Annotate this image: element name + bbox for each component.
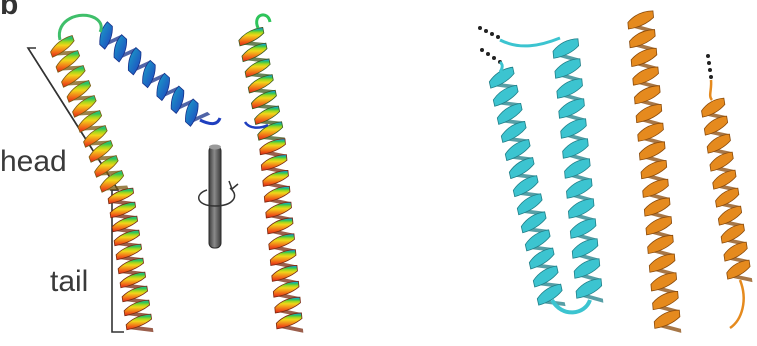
head-label: head — [0, 145, 67, 179]
orange-helix-1 — [628, 11, 681, 333]
rotation-axis-icon — [209, 145, 221, 249]
tail-label: tail — [50, 265, 88, 299]
rainbow-helix-rotated — [239, 15, 303, 333]
cyan-helix-2 — [553, 39, 603, 303]
orange-helix-2 — [702, 80, 753, 328]
